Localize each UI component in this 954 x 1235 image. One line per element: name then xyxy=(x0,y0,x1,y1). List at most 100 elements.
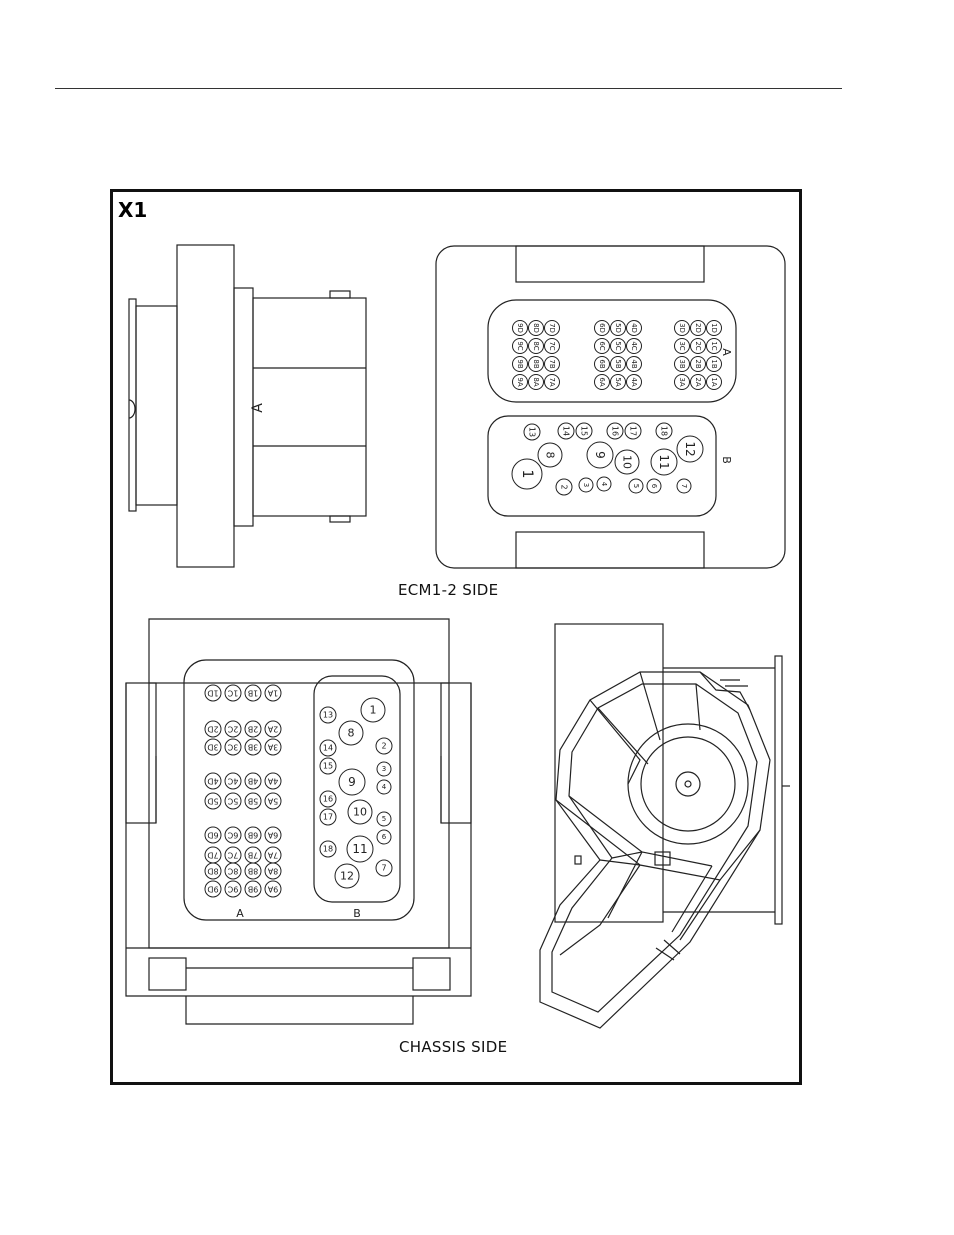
pin-label: 7 xyxy=(381,864,386,873)
pin-label: 2D xyxy=(207,725,218,734)
pin-socket xyxy=(610,356,626,372)
pin-socket xyxy=(594,338,610,354)
pin-socket xyxy=(555,478,573,496)
chassis-bank-b-label: B xyxy=(353,907,361,920)
pin-label: 3C xyxy=(678,341,686,350)
side-view xyxy=(128,244,367,568)
pin-socket xyxy=(264,738,282,756)
pin-label: 6C xyxy=(227,831,238,840)
pin-label: 4A xyxy=(630,377,638,386)
pin-socket xyxy=(319,739,337,757)
pin-socket xyxy=(319,757,337,775)
pin-socket xyxy=(646,478,662,494)
pin-socket xyxy=(674,320,690,336)
pin-label: 3C xyxy=(227,743,238,752)
chassis-side-caption: CHASSIS SIDE xyxy=(399,1038,508,1056)
pin-socket xyxy=(319,808,337,826)
pin-label: 8B xyxy=(248,867,259,876)
pin-socket xyxy=(204,826,222,844)
pin-socket xyxy=(626,338,642,354)
diagram-frame xyxy=(110,189,802,1085)
pin-socket xyxy=(244,862,262,880)
pin-label: 3 xyxy=(382,765,386,773)
pin-label: 7C xyxy=(227,851,238,860)
pin-socket xyxy=(376,761,392,777)
pin-label: 4D xyxy=(630,323,638,333)
pin-label: 2 xyxy=(381,742,386,751)
pin-socket xyxy=(626,374,642,390)
pin-socket xyxy=(244,772,262,790)
pin-socket xyxy=(557,422,575,440)
pin-socket xyxy=(224,738,242,756)
pin-label: 11 xyxy=(352,842,367,856)
pin-label: 2 xyxy=(560,484,569,489)
pin-label: 10 xyxy=(621,455,634,469)
pin-socket xyxy=(624,422,642,440)
pin-socket xyxy=(706,356,722,372)
pin-label: 2B xyxy=(248,725,259,734)
pin-socket xyxy=(544,356,560,372)
pin-label: 8C xyxy=(532,341,540,350)
pin-label: 6B xyxy=(598,359,606,368)
ecm-side-caption: ECM1-2 SIDE xyxy=(398,581,499,599)
pin-label: 3A xyxy=(267,743,278,752)
pin-label: 13 xyxy=(323,711,333,720)
pin-socket xyxy=(224,720,242,738)
pin-label: 1C xyxy=(710,341,718,350)
pin-socket xyxy=(319,706,337,724)
pin-label: 1 xyxy=(370,704,377,717)
pin-label: 5D xyxy=(614,323,622,333)
pin-label: 14 xyxy=(562,426,571,436)
pin-label: 1C xyxy=(227,689,238,698)
pin-socket xyxy=(224,684,242,702)
chassis-side-face xyxy=(125,618,472,1025)
pin-label: 3B xyxy=(248,743,259,752)
pin-label: 7 xyxy=(680,484,688,488)
pin-label: 6D xyxy=(598,323,606,333)
pin-label: 12 xyxy=(340,870,354,883)
pin-socket xyxy=(244,738,262,756)
pin-label: 1D xyxy=(207,689,218,698)
pin-label: 4C xyxy=(227,777,238,786)
pin-label: 8D xyxy=(207,867,218,876)
pin-label: 5B xyxy=(614,359,622,368)
pin-socket xyxy=(264,684,282,702)
pin-label: 9D xyxy=(207,885,218,894)
pin-label: 2C xyxy=(694,341,702,350)
pin-label: 9C xyxy=(227,885,238,894)
pin-label: 8A xyxy=(267,867,278,876)
pin-socket xyxy=(204,720,222,738)
pin-socket xyxy=(244,792,262,810)
pin-socket xyxy=(523,423,541,441)
pin-label: 3 xyxy=(582,483,590,487)
pin-label: 8 xyxy=(544,452,557,459)
pin-label: 5 xyxy=(632,484,640,488)
pin-label: 15 xyxy=(323,762,333,771)
pin-socket xyxy=(676,478,692,494)
pin-socket xyxy=(706,374,722,390)
pin-socket xyxy=(347,799,373,825)
chassis-bank-a-label: A xyxy=(236,907,244,920)
pin-socket xyxy=(224,792,242,810)
pin-socket xyxy=(346,835,374,863)
pin-socket xyxy=(610,374,626,390)
pin-label: 5A xyxy=(267,797,278,806)
pin-label: 9D xyxy=(516,323,524,333)
pin-socket xyxy=(204,772,222,790)
pin-socket xyxy=(544,374,560,390)
pin-socket xyxy=(586,441,614,469)
pin-label: 14 xyxy=(323,744,333,753)
pin-socket xyxy=(204,738,222,756)
pin-label: 13 xyxy=(528,427,537,437)
pin-label: 16 xyxy=(323,795,333,804)
pin-label: 5A xyxy=(614,377,622,386)
pin-label: 1A xyxy=(710,377,718,386)
pin-socket xyxy=(650,448,678,476)
pin-socket xyxy=(204,880,222,898)
pin-socket xyxy=(264,880,282,898)
pin-socket xyxy=(264,826,282,844)
pin-label: 1D xyxy=(710,323,718,333)
pin-socket xyxy=(528,356,544,372)
